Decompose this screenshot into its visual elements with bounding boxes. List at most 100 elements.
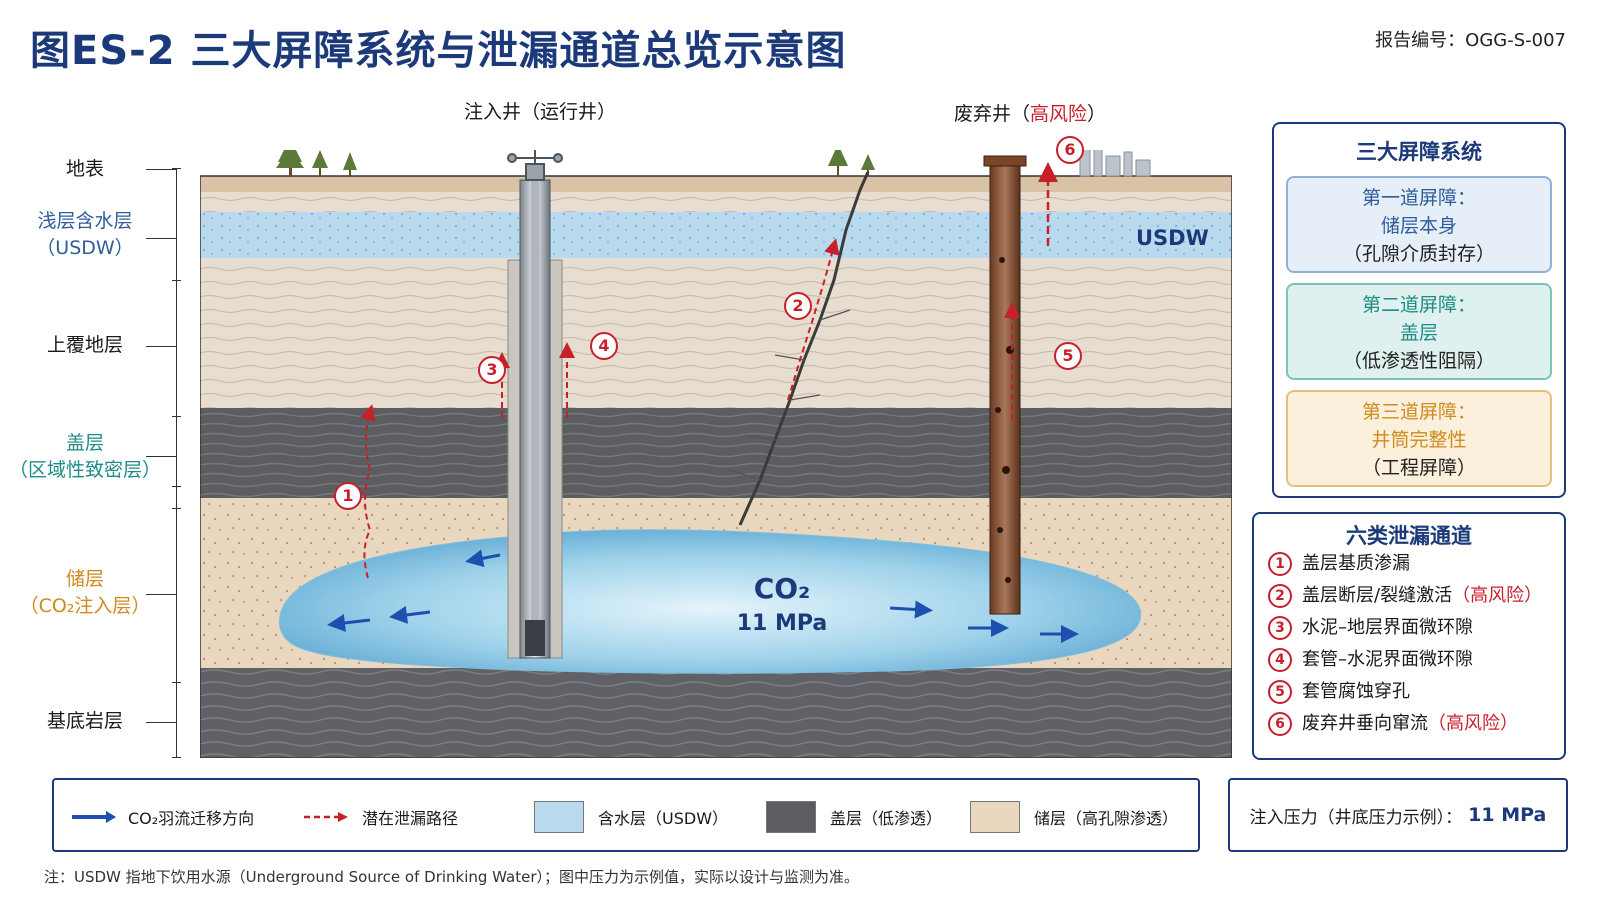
layer-label-line: （CO₂注入层）	[19, 595, 151, 617]
layer-label-overburden: 上覆地层	[46, 334, 123, 356]
abandoned-well-title-prefix: 废弃井（	[953, 103, 1030, 125]
legend-plume: CO₂羽流迁移方向	[70, 780, 254, 854]
barrier-line: 第一道屏障：	[1361, 187, 1476, 209]
abandoned-well-title: 废弃井（高风险）	[930, 99, 1130, 126]
leak-marker-2: 2	[784, 292, 812, 320]
label-leader	[146, 346, 176, 347]
legend-reservoir: 储层（高孔隙渗透）	[970, 780, 1178, 854]
legend-label: 储层（高孔隙渗透）	[1034, 809, 1179, 828]
legend-leak-path: 潜在泄漏路径	[302, 780, 458, 854]
reservoir-swatch	[970, 801, 1020, 833]
label-leader	[146, 722, 176, 723]
leak-item-number: 5	[1268, 680, 1292, 704]
page-title: 图ES-2 三大屏障系统与泄漏通道总览示意图	[30, 28, 847, 74]
axis-tick	[172, 682, 181, 683]
barrier-1: 第一道屏障： 储层本身 （孔隙介质封存）	[1286, 176, 1552, 273]
leak-item-number: 3	[1268, 616, 1292, 640]
barrier-3: 第三道屏障： 井筒完整性 （工程屏障）	[1286, 390, 1552, 487]
label-leader	[146, 238, 176, 239]
leak-item-risk: （高风险）	[1452, 585, 1543, 606]
footnote: 注：USDW 指地下饮用水源（Underground Source of Dri…	[44, 868, 860, 886]
aquifer-swatch	[534, 801, 584, 833]
leak-item-text: 废弃井垂向窜流	[1302, 713, 1428, 734]
axis-tick	[172, 486, 181, 487]
abandoned-well-risk: 高风险	[1029, 103, 1087, 125]
leak-item: 4 套管–水泥界面微环隙	[1268, 646, 1473, 674]
axis-tick	[172, 757, 181, 758]
barriers-panel: 三大屏障系统 第一道屏障： 储层本身 （孔隙介质封存） 第二道屏障： 盖层 （低…	[1272, 122, 1566, 498]
plume-arrow-icon	[72, 811, 116, 823]
axis-tick	[172, 280, 181, 281]
barrier-line: 井筒完整性	[1371, 429, 1467, 451]
label-leader	[146, 594, 176, 595]
barrier-line: 第三道屏障：	[1361, 401, 1476, 423]
leak-marker-6: 6	[1056, 136, 1084, 164]
abandoned-well-title-suffix: ）	[1087, 103, 1107, 125]
leak-marker-5: 5	[1054, 342, 1082, 370]
leak-item-text: 套管腐蚀穿孔	[1302, 681, 1410, 702]
barrier-2: 第二道屏障： 盖层 （低渗透性阻隔）	[1286, 283, 1552, 380]
legend: CO₂羽流迁移方向 潜在泄漏路径 含水层（USDW） 盖层（低渗透） 储层（高孔…	[52, 778, 1200, 852]
leak-item-text: 盖层断层/裂缝激活	[1302, 585, 1453, 606]
leak-item: 3 水泥–地层界面微环隙	[1268, 614, 1473, 642]
axis-tick	[172, 508, 181, 509]
leak-item-risk: （高风险）	[1428, 713, 1518, 734]
leak-item: 1 盖层基质渗漏	[1268, 550, 1410, 578]
layer-label-line: 储层	[65, 568, 104, 590]
barriers-panel-title: 三大屏障系统	[1356, 140, 1482, 164]
layer-label-surface: 地表	[65, 158, 104, 180]
leak-item-text: 套管–水泥界面微环隙	[1302, 649, 1473, 670]
leak-path-arrow-icon	[304, 812, 348, 822]
layer-label-line: （USDW）	[36, 237, 134, 259]
layer-label-basement: 基底岩层	[46, 710, 123, 732]
co2-label-text: CO₂	[753, 572, 811, 605]
geologic-cross-section	[200, 150, 1232, 758]
leak-marker-4: 4	[590, 332, 618, 360]
leak-item-number: 6	[1268, 712, 1292, 736]
layer-label-reservoir: 储层 （CO₂注入层）	[0, 566, 170, 620]
barrier-line: （孔隙介质封存）	[1342, 243, 1495, 265]
layer-label-aquifer: 浅层含水层 （USDW）	[0, 208, 170, 262]
barrier-line: 盖层	[1399, 322, 1438, 344]
leak-item-number: 4	[1268, 648, 1292, 672]
leak-item-text: 盖层基质渗漏	[1302, 553, 1410, 574]
pressure-value: 11 MPa	[1468, 804, 1547, 826]
usdw-tag: USDW	[1136, 226, 1209, 250]
axis-tick	[172, 168, 181, 169]
layer-label-line: （区域性致密层）	[8, 459, 161, 481]
barrier-line: （低渗透性阻隔）	[1342, 350, 1495, 372]
co2-pressure-label: 11 MPa	[736, 611, 828, 636]
barrier-line: （工程屏障）	[1361, 457, 1476, 479]
legend-label: CO₂羽流迁移方向	[128, 809, 255, 828]
co2-plume-label: CO₂ 11 MPa	[712, 572, 852, 636]
layer-label-line: 盖层	[65, 432, 104, 454]
injection-well-title: 注入井（运行井）	[463, 101, 616, 123]
legend-label: 含水层（USDW）	[598, 809, 729, 828]
barrier-line: 第二道屏障：	[1361, 294, 1476, 316]
leak-marker-1: 1	[334, 482, 362, 510]
leak-channels-panel-title: 六类泄漏通道	[1346, 524, 1472, 548]
leak-item-number: 2	[1268, 584, 1292, 608]
caprock-swatch	[766, 801, 816, 833]
barrier-line: 储层本身	[1380, 215, 1457, 237]
leak-marker-3: 3	[478, 356, 506, 384]
axis-tick	[172, 416, 181, 417]
injection-pressure-box: 注入压力（井底压力示例）：11 MPa	[1228, 778, 1568, 852]
label-leader	[146, 456, 176, 457]
leak-item: 2 盖层断层/裂缝激活（高风险）	[1268, 582, 1542, 610]
pressure-label: 注入压力（井底压力示例）：	[1249, 807, 1463, 828]
report-number: 报告编号：OGG-S-007	[1375, 30, 1566, 51]
layer-label-line: 浅层含水层	[37, 210, 133, 232]
layer-label-caprock: 盖层 （区域性致密层）	[0, 430, 170, 484]
leak-item: 5 套管腐蚀穿孔	[1268, 678, 1410, 706]
legend-label: 盖层（低渗透）	[830, 809, 943, 828]
legend-label: 潜在泄漏路径	[362, 809, 459, 828]
legend-aquifer: 含水层（USDW）	[534, 780, 728, 854]
leak-item-number: 1	[1268, 552, 1292, 576]
depth-axis	[176, 168, 177, 758]
label-leader	[146, 169, 176, 170]
leak-item-text: 水泥–地层界面微环隙	[1302, 617, 1473, 638]
leak-item: 6 废弃井垂向窜流（高风险）	[1268, 710, 1518, 738]
legend-caprock: 盖层（低渗透）	[766, 780, 942, 854]
